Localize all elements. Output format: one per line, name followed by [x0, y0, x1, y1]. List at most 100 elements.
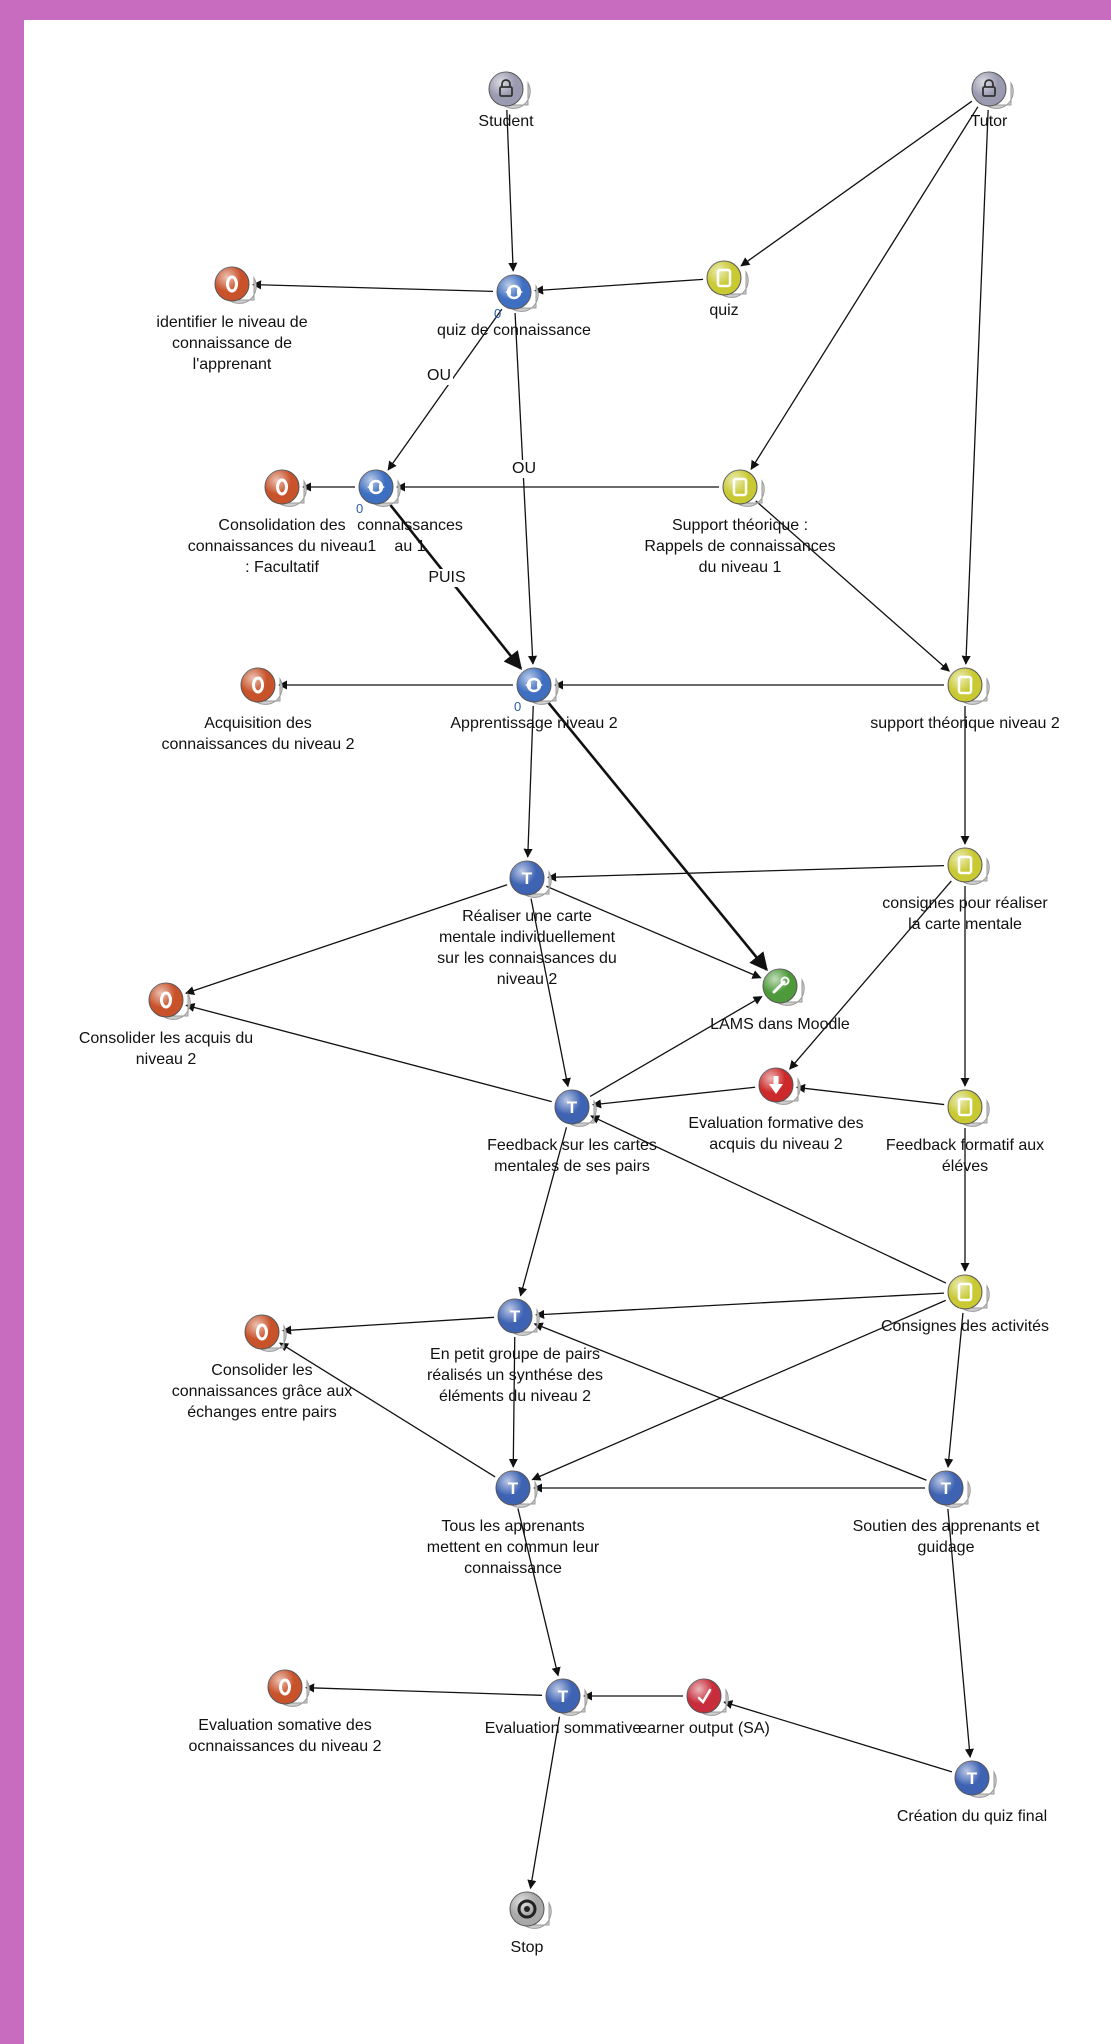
method-icon [505, 284, 523, 300]
node-creation[interactable]: T [954, 1760, 997, 1798]
node-student[interactable] [488, 71, 531, 109]
node-label-obj2: Consolidation des connaissances du nivea… [187, 517, 377, 576]
edge-quizconn-to-app2 [514, 312, 538, 665]
node-lams[interactable] [762, 968, 805, 1006]
lock-icon [499, 79, 513, 97]
node-label-evalform: Evaluation formative des acquis du nivea… [688, 1115, 864, 1153]
T-icon: T [508, 1479, 519, 1498]
node-consignes2[interactable] [947, 1274, 990, 1312]
edge-label: OU [510, 459, 538, 478]
doc-icon [957, 1282, 973, 1302]
node-learner[interactable] [686, 1678, 729, 1716]
node-label-obj3: Acquisition des connaissances du niveau … [161, 715, 355, 753]
svg-text:T: T [967, 1769, 978, 1788]
node-petit[interactable]: T [497, 1298, 540, 1336]
node-label-consignes1: consignes pour réaliser la carte mentale [882, 895, 1048, 933]
edge-fbform-to-evalform [795, 1083, 945, 1106]
edge-carte-to-obj4 [185, 884, 508, 995]
node-obj5[interactable] [244, 1314, 287, 1352]
edge-student-to-quizconn [506, 109, 518, 272]
node-stop[interactable] [509, 1891, 552, 1929]
edge-carte-to-feedback [530, 898, 571, 1088]
T-icon: T [567, 1098, 578, 1117]
edge-tous-to-evalsom [517, 1508, 561, 1677]
node-tous[interactable]: T [495, 1470, 538, 1508]
edge-consignes1-to-evalform [789, 880, 952, 1070]
node-obj3[interactable] [240, 667, 283, 705]
edge-tutor-to-supp1 [750, 106, 979, 470]
method-icon [367, 479, 385, 495]
O-icon [276, 478, 288, 496]
edge-petit-to-obj5 [282, 1316, 495, 1335]
node-tutor[interactable] [971, 71, 1014, 109]
T-icon: T [510, 1307, 521, 1326]
node-label-obj4: Consolider les acquis du niveau 2 [78, 1030, 254, 1068]
node-carte[interactable]: T [509, 860, 552, 898]
node-supp2[interactable] [947, 667, 990, 705]
wrench-icon [772, 976, 790, 994]
edge-feedback-to-obj4 [185, 1003, 552, 1103]
ring-icon [517, 1899, 537, 1919]
T-icon: T [967, 1769, 978, 1788]
node-evalform[interactable] [758, 1067, 801, 1105]
node-obj1[interactable] [214, 266, 257, 304]
node-supp1[interactable] [722, 469, 765, 507]
edge-supp1-to-supp2 [755, 500, 950, 672]
node-count-badge: 0 [356, 501, 364, 516]
edge-carte-to-lams [546, 885, 762, 979]
node-soutien[interactable]: T [928, 1470, 971, 1508]
node-label-evalsom: Evaluation sommative [484, 1720, 642, 1737]
node-label-tutor: Tutor [970, 113, 1008, 130]
edge-soutien-to-petit [533, 1322, 927, 1481]
node-quiz[interactable] [706, 260, 749, 298]
node-app2[interactable] [516, 667, 559, 705]
lock-icon [982, 79, 996, 97]
node-label-fbform: Feedback formatif aux éléves [885, 1137, 1045, 1175]
node-consol[interactable] [358, 469, 401, 507]
node-label-obj5: Consolider les connaissances grâce aux é… [171, 1362, 353, 1421]
node-count-badge: 0 [494, 306, 502, 321]
svg-text:T: T [510, 1307, 521, 1326]
node-feedback[interactable]: T [554, 1089, 597, 1127]
edge-petit-to-tous [508, 1336, 518, 1468]
node-label-quizconn: quiz de connaissance [437, 322, 591, 339]
O-icon [279, 1678, 291, 1696]
node-label-creation: Création du quiz final [896, 1808, 1048, 1825]
edge-app2-to-carte [523, 705, 534, 858]
node-label-consignes2: Consignes des activités [880, 1318, 1050, 1335]
edge-quizconn-to-obj1 [252, 280, 494, 293]
diagram-svg: T T T T T T T [148, 71, 1014, 1929]
node-fbform[interactable] [947, 1089, 990, 1127]
node-obj4[interactable] [148, 982, 191, 1020]
node-label-supp2: support théorique niveau 2 [870, 715, 1060, 732]
down-icon [769, 1076, 783, 1094]
edge-feedback-to-petit [518, 1127, 568, 1297]
O-icon [160, 991, 172, 1009]
node-label-soutien: Soutien des apprenants et guidage [852, 1518, 1040, 1556]
check-icon [697, 1688, 712, 1705]
svg-text:T: T [558, 1687, 569, 1706]
T-icon: T [522, 869, 533, 888]
T-icon: T [941, 1479, 952, 1498]
edge-consignes2-to-feedback [590, 1115, 947, 1284]
node-label-quiz: quiz [709, 302, 739, 319]
svg-text:T: T [522, 869, 533, 888]
doc-icon [957, 1097, 973, 1117]
edge-creation-to-learner [723, 1700, 953, 1773]
doc-icon [716, 268, 732, 288]
node-consignes1[interactable] [947, 847, 990, 885]
edge-evalsom-to-stop [527, 1716, 561, 1890]
svg-text:T: T [941, 1479, 952, 1498]
edge-consignes1-to-carte [547, 864, 945, 882]
node-label-student: Student [478, 113, 534, 130]
node-obj6[interactable] [267, 1669, 310, 1707]
node-label-obj1: identifier le niveau de connaissance de … [156, 314, 308, 373]
doc-icon [957, 855, 973, 875]
node-label-supp1: Support théorique : Rappels de connaissa… [644, 517, 836, 576]
node-obj2[interactable] [264, 469, 307, 507]
node-label-petit: En petit groupe de pairs réalisés un syn… [426, 1346, 604, 1405]
O-icon [252, 676, 264, 694]
node-evalsom[interactable]: T [545, 1678, 588, 1716]
node-quizconn[interactable] [496, 274, 539, 312]
